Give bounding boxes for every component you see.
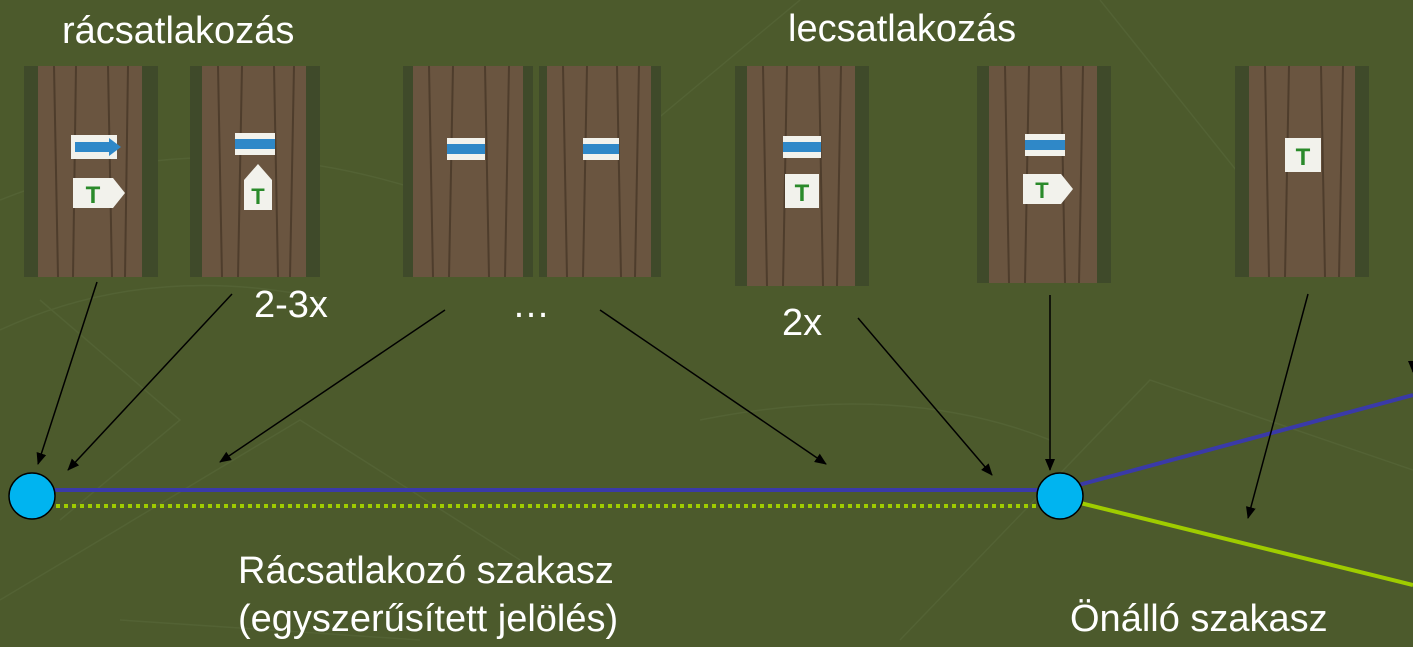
tree-photo-2: T	[190, 66, 320, 277]
svg-text:T: T	[1035, 178, 1049, 203]
tree-photo-4	[539, 66, 661, 277]
arrow-tree3	[219, 309, 446, 463]
junction-node	[1036, 472, 1084, 520]
arrow-tree5	[857, 317, 993, 476]
green-branch-line	[1059, 496, 1413, 587]
label-ellipsis: …	[512, 284, 550, 326]
arrow-tree1	[36, 281, 98, 465]
tree-photo-6: T	[977, 66, 1111, 283]
svg-text:T: T	[1296, 144, 1311, 171]
svg-text:T: T	[795, 180, 810, 207]
label-count-detach: 2x	[782, 302, 823, 344]
arrow-tree4	[599, 309, 827, 465]
tree-photo-1: T	[24, 66, 158, 277]
start-node	[8, 472, 56, 520]
label-detach: lecsatlakozás	[788, 8, 1017, 50]
label-independent-section: Önálló szakasz	[1070, 598, 1328, 640]
label-section-title-line2: (egyszerűsített jelölés)	[238, 598, 619, 640]
tree-photo-3	[403, 66, 533, 277]
label-count-attach: 2-3x	[254, 284, 328, 326]
svg-text:T: T	[251, 184, 265, 209]
label-section-title-line1: Rácsatlakozó szakasz	[238, 550, 614, 592]
arrow-tree7	[1246, 293, 1309, 519]
tree-photo-5: T	[735, 66, 869, 286]
blue-branch-line	[1059, 393, 1413, 492]
svg-text:T: T	[86, 182, 101, 209]
tree-photo-7: T	[1235, 66, 1369, 277]
arrow-tree2	[67, 293, 233, 471]
label-attach: rácsatlakozás	[62, 10, 295, 52]
